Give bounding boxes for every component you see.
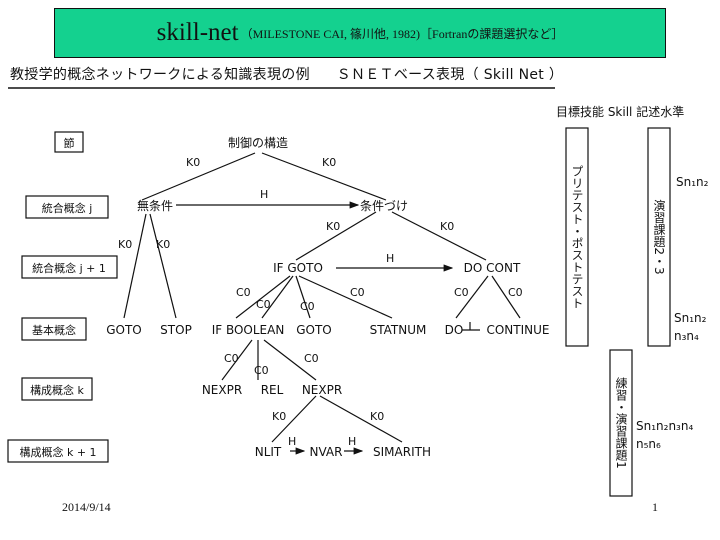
edge-nexpr-nlit [271,395,317,443]
level-boxes: 節 統合概念 j 統合概念 j + 1 基本概念 構成概念 k 構成概念 k +… [7,131,118,463]
skill-target-bottom-2: n₅n₆ [636,437,661,451]
node-statnum: STATNUM [370,323,427,337]
node-unconditional: 無条件 [137,198,173,213]
skill-target-bottom: Sn₁n₂n₃n₄ [636,419,693,433]
node-if-goto: IF GOTO [273,261,323,275]
level-label-integrated-j: 統合概念 j [42,201,93,215]
node-nvar: NVAR [310,445,343,459]
slide-title: skill-net [156,19,239,46]
level-box-component-k1 [7,439,109,463]
edge-label-h: H [348,435,356,448]
node-do-cont: DO CONT [464,261,521,275]
level-box-integrated-j1 [21,255,118,279]
edge-docont-do [455,275,489,319]
edge-label-k0: K0 [272,410,286,423]
edge-ifgoto-goto [295,275,311,319]
level-label-component-k: 構成概念 k [30,383,84,397]
edge-label-k0: K0 [370,410,384,423]
level-label-component-k1: 構成概念 k + 1 [19,445,96,459]
edge-control-uncond [141,152,256,201]
node-goto: GOTO [106,323,142,337]
level-label-basic: 基本概念 [32,323,76,337]
edge-ifgoto-statnum [298,275,393,319]
label-practice-1: 練習・演習課題1 [614,377,628,469]
edge-uncond-stop [149,213,177,319]
edge-label-c0: C0 [256,298,271,311]
footer-date: 2014/9/14 [62,500,111,514]
skill-panel-header: 目標技能 Skill 記述水準 [556,104,684,119]
edge-label-c0: C0 [236,286,251,299]
edge-control-cond [261,152,387,201]
title-banner: skill-net （MILESTONE CAI, 篠川他, 1982)［For… [54,8,666,58]
edge-bool-nexpr2 [263,339,317,381]
edge-ifgoto-bool [261,275,294,319]
slide-subtitle: （MILESTONE CAI, 篠川他, 1982)［Fortranの課題選択な… [240,26,564,41]
node-control-structure: 制御の構造 [228,135,288,150]
edge-label-h: H [288,435,296,448]
edge-label-k0: K0 [326,220,340,233]
skill-target-top: Sn₁n₂ [676,175,709,189]
edge-label-k0: K0 [440,220,454,233]
diagram-heading: 教授学的概念ネットワークによる知識表現の例 ＳＮＥＴベース表現（ Skill N… [10,64,563,84]
edge-cond-ifgoto [295,211,377,261]
node-do: DO [445,323,464,337]
tree-edges [123,152,521,455]
edge-label-c0: C0 [508,286,523,299]
level-box-integrated-j [25,195,109,219]
edge-label-k0: K0 [322,156,336,169]
edge-nexpr-simarith [319,395,403,443]
page-number: 1 [652,500,658,514]
edge-cond-docont [391,211,487,261]
node-nexpr: NEXPR [302,383,342,397]
edge-docont-continue [491,275,521,319]
heading-right: ＳＮＥＴベース表現（ Skill Net ） [336,67,564,83]
heading-left: 教授学的概念ネットワークによる知識表現の例 [10,67,310,83]
box-practice-1 [609,349,633,497]
skill-target-middle: Sn₁n₂ [674,311,707,325]
level-box-basic [21,317,87,341]
edge-label-k0: K0 [156,238,170,251]
node-stop: STOP [160,323,192,337]
edge-label-c0: C0 [224,352,239,365]
edge-labels: K0 K0 H K0 K0 K0 K0 H C0 C0 C0 C0 C0 C0 … [118,156,523,448]
level-label-setsu: 節 [64,136,75,150]
label-exercise-2-3: 演習課題2・3 [652,198,666,275]
skill-target-middle-2: n₃n₄ [674,329,699,343]
edge-label-c0: C0 [304,352,319,365]
edge-label-h: H [386,252,394,265]
edge-bool-nexpr1 [221,339,253,381]
label-pre-post-test: プリテスト・ポストテスト [570,165,584,309]
node-simarith: SIMARITH [373,445,431,459]
edge-uncond-goto [123,213,147,319]
edge-label-k0: K0 [118,238,132,251]
edge-label-c0: C0 [254,364,269,377]
node-nlit: NLIT [255,445,282,459]
edge-label-c0: C0 [350,286,365,299]
level-box-component-k [21,377,93,401]
node-nexpr: NEXPR [202,383,242,397]
edge-label-c0: C0 [300,300,315,313]
level-label-integrated-j1: 統合概念 j + 1 [32,261,106,275]
box-exercise-2-3 [647,127,671,347]
tree-nodes: 制御の構造 無条件 条件づけ IF GOTO DO CONT GOTO STOP… [106,135,549,459]
edge-label-k0: K0 [186,156,200,169]
node-if-boolean: IF BOOLEAN [212,323,285,337]
node-rel: REL [261,383,284,397]
edge-label-h: H [260,188,268,201]
node-conditional: 条件づけ [360,199,408,213]
edge-label-c0: C0 [454,286,469,299]
node-goto: GOTO [296,323,332,337]
node-continue: CONTINUE [486,323,549,337]
edge-ifgoto-ifbool [235,275,291,319]
skill-level-panel: 目標技能 Skill 記述水準 プリテスト・ポストテスト 演習課題2・3 練習・… [556,104,709,497]
box-pre-post-test [565,127,589,347]
level-box-setsu [54,131,84,153]
